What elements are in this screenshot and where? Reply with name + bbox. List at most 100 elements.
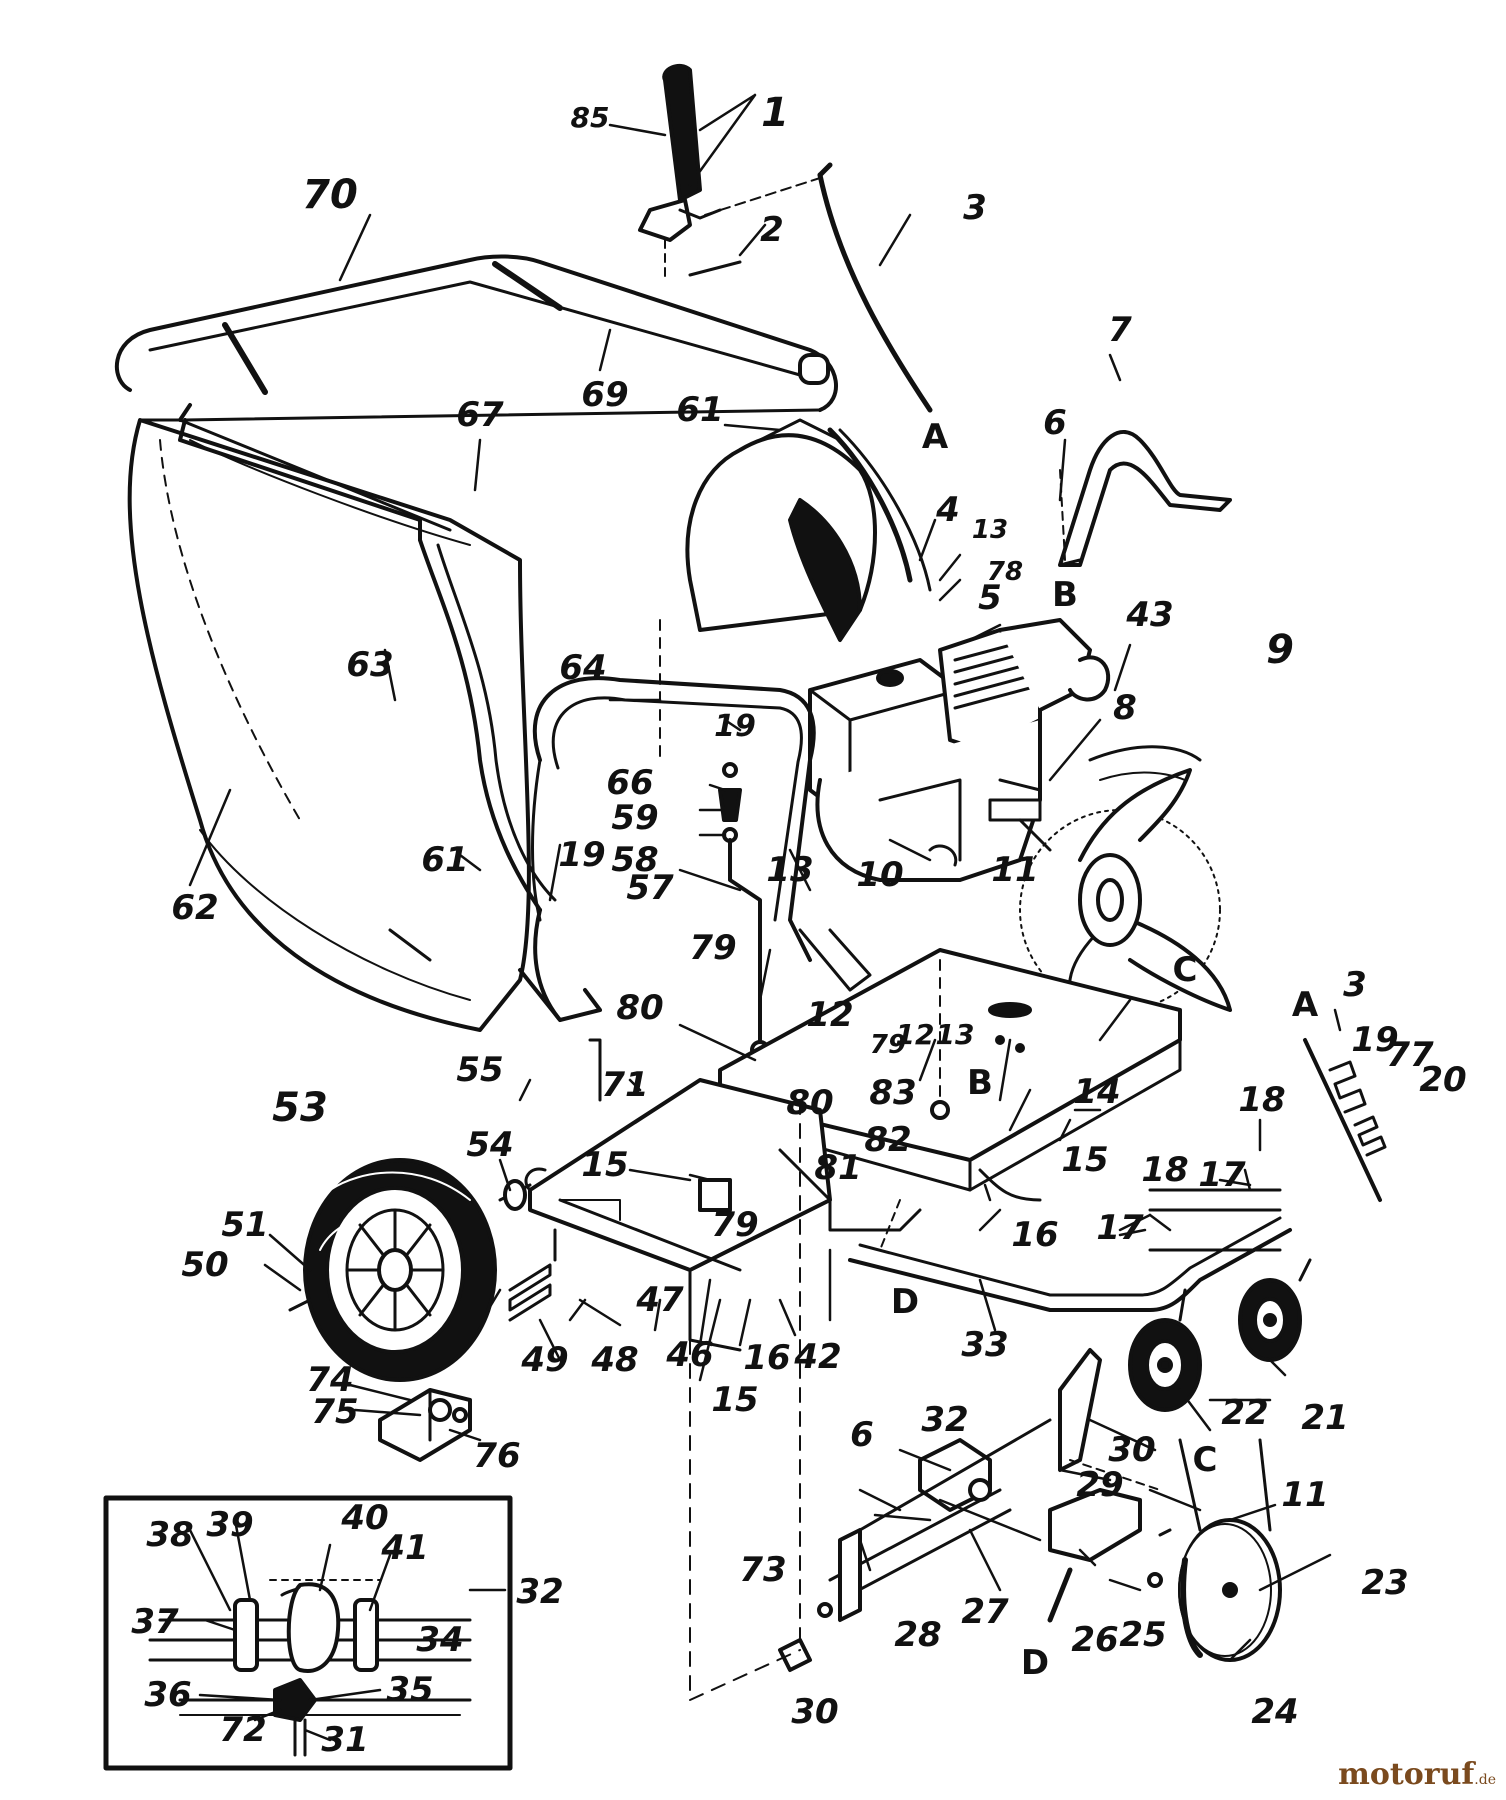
inset-label: 40 bbox=[341, 1498, 389, 1538]
part-label: 17 bbox=[1198, 1155, 1246, 1195]
fastener-stack bbox=[718, 762, 770, 1060]
part-label: 19 bbox=[714, 709, 756, 744]
inset-label: 36 bbox=[144, 1675, 192, 1715]
part-label: 6 bbox=[1043, 403, 1067, 443]
part-label: 61 bbox=[421, 840, 469, 880]
part-label: 51 bbox=[221, 1205, 269, 1245]
part-label: 21 bbox=[1301, 1398, 1349, 1438]
impeller bbox=[1018, 745, 1232, 1012]
part-label: A bbox=[921, 417, 949, 457]
part-label: 50 bbox=[181, 1245, 229, 1285]
part-label: 76 bbox=[473, 1436, 521, 1476]
part-label: 29 bbox=[1076, 1465, 1124, 1505]
part-label: 14 bbox=[1073, 1072, 1121, 1112]
part-label: 7 bbox=[1108, 310, 1132, 350]
part-label: 66 bbox=[606, 763, 654, 803]
leader-lines bbox=[188, 93, 1342, 1742]
inset-label: 37 bbox=[131, 1602, 179, 1642]
part-label: 16 bbox=[743, 1338, 791, 1378]
part-label: 32 bbox=[921, 1400, 969, 1440]
engine bbox=[808, 618, 1111, 882]
rear-axle-bar bbox=[848, 1168, 1292, 1312]
part-label: 63 bbox=[346, 645, 394, 685]
bag-frame bbox=[115, 254, 838, 1022]
part-label: 75 bbox=[311, 1392, 359, 1432]
part-label: 49 bbox=[521, 1340, 569, 1380]
part-label: 19 bbox=[558, 835, 606, 875]
inset-label: 38 bbox=[146, 1515, 194, 1555]
part-label: 74 bbox=[306, 1360, 354, 1400]
part-label: 83 bbox=[869, 1073, 917, 1113]
part-label: 77 bbox=[1386, 1035, 1434, 1075]
part-label: 30 bbox=[791, 1692, 839, 1732]
part-label: C bbox=[1172, 950, 1198, 990]
part-label: 19 bbox=[1351, 1020, 1399, 1060]
part-label: 64 bbox=[559, 648, 607, 688]
part-label: 26 bbox=[1071, 1620, 1119, 1660]
part-label: 8 bbox=[1113, 688, 1137, 728]
part-label: 13 bbox=[935, 1018, 975, 1051]
part-label: 79 bbox=[711, 1205, 759, 1245]
part-label: 48 bbox=[591, 1340, 639, 1380]
inset-label: 39 bbox=[206, 1505, 254, 1545]
part-label: 15 bbox=[581, 1145, 629, 1185]
part-label: 18 bbox=[1238, 1080, 1286, 1120]
part-label: 80 bbox=[616, 988, 664, 1028]
part-label: 58 bbox=[611, 840, 659, 880]
part-label: D bbox=[1020, 1643, 1050, 1683]
part-label: 18 bbox=[1141, 1150, 1189, 1190]
part-label: 71 bbox=[601, 1065, 649, 1105]
part-label: 9 bbox=[1266, 627, 1294, 673]
part-label: 30 bbox=[1108, 1430, 1156, 1470]
support-bracket bbox=[1058, 429, 1232, 567]
part-label: 53 bbox=[272, 1085, 328, 1131]
part-label: 1 bbox=[761, 90, 789, 136]
part-label: 10 bbox=[856, 855, 904, 895]
inset-label: 31 bbox=[321, 1720, 369, 1760]
inset-label: 34 bbox=[416, 1620, 464, 1660]
part-label: 42 bbox=[794, 1337, 842, 1377]
part-label: 82 bbox=[864, 1120, 912, 1160]
part-label: 81 bbox=[814, 1148, 862, 1188]
part-label: 16 bbox=[1011, 1215, 1059, 1255]
inset-label: 41 bbox=[381, 1528, 429, 1568]
part-label: 57 bbox=[626, 868, 674, 908]
part-label: 17 bbox=[1096, 1208, 1144, 1248]
part-label: A bbox=[1291, 985, 1319, 1025]
adjust-spring bbox=[1303, 1038, 1387, 1202]
part-label: 59 bbox=[611, 798, 659, 838]
part-label: 54 bbox=[466, 1125, 514, 1165]
inset-detail bbox=[103, 1495, 513, 1771]
control-handle bbox=[638, 63, 933, 413]
part-label: 47 bbox=[636, 1280, 684, 1320]
inset-label: 35 bbox=[386, 1670, 434, 1710]
part-label: D bbox=[890, 1282, 920, 1322]
part-label: B bbox=[1052, 575, 1078, 615]
part-label: 69 bbox=[581, 375, 629, 415]
part-label: 15 bbox=[1061, 1140, 1109, 1180]
inset-label: 72 bbox=[219, 1710, 267, 1750]
part-label: 12 bbox=[895, 1018, 935, 1051]
part-label: 33 bbox=[961, 1325, 1009, 1365]
part-label: 23 bbox=[1361, 1563, 1409, 1603]
part-label: 3 bbox=[1343, 965, 1367, 1005]
part-label: 13 bbox=[766, 850, 814, 890]
part-label: 20 bbox=[1419, 1060, 1467, 1100]
inset-label: 32 bbox=[516, 1572, 564, 1612]
part-label: 25 bbox=[1119, 1615, 1167, 1655]
part-label: 24 bbox=[1251, 1692, 1299, 1732]
collection-bag bbox=[127, 418, 531, 1032]
part-label: 70 bbox=[302, 172, 358, 218]
part-label: 15 bbox=[711, 1380, 759, 1420]
brand-watermark: motoruf.de bbox=[1338, 1757, 1496, 1792]
part-label: 5 bbox=[978, 578, 1002, 618]
spring-49 bbox=[508, 1228, 557, 1322]
part-label: 43 bbox=[1126, 595, 1174, 635]
part-label: 62 bbox=[171, 888, 219, 928]
bracket-76 bbox=[378, 1388, 472, 1462]
discharge-chute bbox=[685, 418, 932, 642]
part-label: 67 bbox=[456, 395, 504, 435]
part-label: 80 bbox=[786, 1083, 834, 1123]
watermark-suffix: .de bbox=[1474, 1772, 1496, 1788]
